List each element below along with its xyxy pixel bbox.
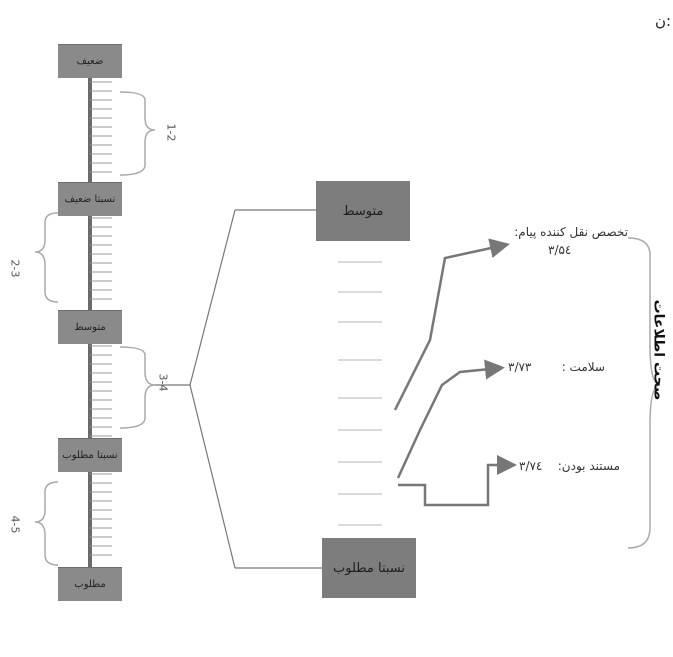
corner-mark: ن:	[655, 12, 672, 30]
vertical-title: صحت اطلاعات	[650, 299, 667, 401]
range-brace-2-3	[34, 212, 59, 303]
indicator-value-health: ۳/۷۳	[508, 360, 532, 374]
level-box-fairly-weak: نسبتا ضعیف	[58, 182, 122, 216]
level-box-medium: متوسط	[58, 310, 122, 344]
indicator-bracket	[627, 237, 661, 549]
indicator-label-health: سلامت :	[561, 360, 605, 374]
scale-ticks	[90, 81, 112, 556]
indicator-value-expertise: ۳/۵٤	[548, 243, 572, 257]
range-brace-4-5	[34, 481, 59, 566]
level-box-fairly-desirable: نسبتا مطلوب	[58, 438, 122, 472]
center-box-medium: متوسط	[316, 181, 410, 241]
range-label-3-4: 3-4	[156, 373, 170, 392]
level-box-desirable: مطلوب	[58, 567, 122, 601]
indicator-value-documented: ۳/۷٤	[519, 459, 543, 473]
indicator-label-expertise: تخصص نقل کننده پیام:	[514, 225, 628, 239]
range-label-2-3: 2-3	[8, 259, 22, 278]
range-brace-1-2	[119, 91, 156, 176]
range-label-4-5: 4-5	[8, 515, 22, 534]
range-brace-3-4	[119, 346, 156, 429]
range-label-1-2: 1-2	[164, 123, 178, 142]
center-box-fairly-desirable: نسبتا مطلوب	[322, 538, 416, 598]
indicator-label-documented: مستند بودن:	[557, 459, 620, 473]
level-box-weak: ضعیف	[58, 44, 122, 78]
